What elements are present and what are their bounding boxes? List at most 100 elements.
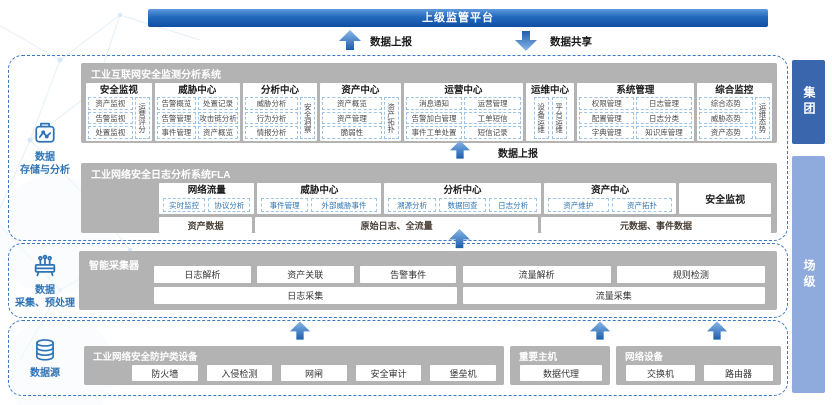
monitor-column-comprehensive-monitoring: 综合监控 综合态势 威胁态势 资产态势 运维态势 <box>696 83 773 141</box>
module-item: 权限管理 <box>579 97 635 110</box>
module-item: 事件管理 <box>156 126 197 139</box>
device-item: 堡垒机 <box>430 365 496 381</box>
section-link-up-arrow-icon <box>448 228 471 249</box>
monitor-system-title: 工业互联网安全监测分析系统 <box>91 70 221 81</box>
monitor-columns: 安全监视 资产监视 告警监视 处置监视 运营评分 威胁中心 告警概览 处置记录 … <box>81 83 777 141</box>
monitor-system-panel: 工业互联网安全监测分析系统 安全监视 资产监视 告警监视 处置监视 运营评分 威… <box>81 63 777 143</box>
device-item: 网闸 <box>281 365 347 381</box>
device-item: 路由器 <box>704 365 773 381</box>
monitor-column-om-center: 运维中心 设备运维 平台运维 <box>526 83 575 141</box>
top-platform-bar: 上级监管平台 <box>148 9 768 27</box>
collector-log-group: 日志解析 资产关联 告警事件 日志采集 <box>154 266 457 304</box>
module-item: 资产关联 <box>256 266 354 283</box>
module-item: 情报分析 <box>244 126 299 140</box>
module-item: 规则检测 <box>616 266 765 283</box>
module-item: 行为分析 <box>244 111 299 125</box>
module-item: 日志解析 <box>154 266 251 283</box>
module-item: 事件管理 <box>261 198 308 212</box>
fla-columns: 网络流量 实时监控 协议分析 威胁中心 事件管理 外部威胁事件 分析中心 溯源分… <box>159 183 771 214</box>
module-item: 知识库管理 <box>636 126 692 139</box>
module-item: 资产维护 <box>547 198 609 212</box>
fla-column-threat-center: 威胁中心 事件管理 外部威胁事件 <box>257 183 382 214</box>
monitor-column-system-management: 系统管理 权限管理 日志管理 配置管理 日志分类 字典管理 知识库管理 <box>577 83 694 141</box>
sidebar-collection: 数据 采集、预处理 <box>9 244 81 317</box>
section-data-collection: 数据 采集、预处理 智能采集器 日志解析 资产关联 告警事件 日志采集 流量解析… <box>8 243 788 318</box>
device-item: 数据代理 <box>520 365 602 381</box>
fla-data-meta: 元数据、事件数据 <box>540 217 771 233</box>
module-item: 告警概览 <box>156 97 197 110</box>
section-data-storage-analysis: 数据 存储与分析 工业互联网安全监测分析系统 安全监视 资产监视 告警监视 处置… <box>8 55 788 241</box>
collector-panel: 智能采集器 日志解析 资产关联 告警事件 日志采集 流量解析 规则检测 流量采集 <box>79 251 777 310</box>
sidebar-collection-label: 数据 采集、预处理 <box>15 284 75 309</box>
module-item: 告警事件 <box>359 266 457 283</box>
module-item-vertical: 设备运维 <box>533 97 549 139</box>
module-item-vertical: 运维态势 <box>755 97 771 139</box>
collector-flow-group: 流量解析 规则检测 流量采集 <box>462 266 765 304</box>
data-report-up-arrow-icon <box>338 30 362 50</box>
fla-data-bar: 资产数据 原始日志、全流量 元数据、事件数据 <box>159 217 771 233</box>
fla-column-analysis-center: 分析中心 溯源分析 数据回查 日志分析 <box>384 183 541 214</box>
fla-system-title: 工业网络安全日志分析系统FLA <box>91 170 231 181</box>
module-item-vertical: 安全洞察 <box>300 97 316 139</box>
module-item: 协议分析 <box>208 198 251 212</box>
module-item: 溯源分析 <box>388 198 436 212</box>
group-level-label: 集团 <box>792 60 825 144</box>
fla-data-rawlog: 原始日志、全流量 <box>255 217 538 233</box>
module-item: 威胁态势 <box>698 111 754 125</box>
module-item: 日志分类 <box>636 111 692 125</box>
module-item: 资产态势 <box>698 126 754 140</box>
monitor-column-asset-center: 资产中心 资产概览 资产管理 脆弱性 资产拓扑 <box>320 83 401 141</box>
module-item: 事件工单处置 <box>405 126 463 139</box>
module-item: 流量采集 <box>462 287 765 304</box>
device-item: 安全审计 <box>355 365 422 381</box>
device-item: 防火墙 <box>132 365 198 381</box>
sidebar-data-source-label: 数据源 <box>30 367 60 379</box>
fla-column-network-traffic: 网络流量 实时监控 协议分析 <box>159 183 255 214</box>
data-share-top-label: 数据共享 <box>550 36 592 48</box>
module-item-vertical: 平台运维 <box>551 97 567 139</box>
module-item: 短信记录 <box>464 126 522 139</box>
collector-title: 智能采集器 <box>89 261 139 272</box>
module-item: 资产监视 <box>88 97 133 110</box>
source-up-arrow-icon-3 <box>706 321 728 340</box>
module-item: 运营管理 <box>464 97 522 110</box>
fla-system-panel: 工业网络安全日志分析系统FLA 网络流量 实时监控 协议分析 威胁中心 事件管理… <box>81 163 777 233</box>
section-data-source: 数据源 工业网络安全防护类设备 防火墙 入侵检测 网闸 安全审计 堡垒机 重要主… <box>8 320 788 396</box>
module-item: 威胁分析 <box>244 97 299 110</box>
module-item: 综合态势 <box>698 97 754 110</box>
module-item: 告警管理 <box>156 111 197 125</box>
module-item: 日志采集 <box>154 287 457 304</box>
module-item: 脆弱性 <box>322 126 382 140</box>
protection-devices-group: 工业网络安全防护类设备 防火墙 入侵检测 网闸 安全审计 堡垒机 <box>84 346 504 385</box>
monitor-column-operation-center: 运营中心 消息通知 运营管理 告警加白管理 工单短信 事件工单处置 短信记录 <box>403 83 524 141</box>
collector-icon <box>31 252 59 280</box>
module-item: 工单短信 <box>464 111 522 125</box>
monitor-column-security-watch: 安全监视 资产监视 告警监视 处置监视 运营评分 <box>86 83 152 141</box>
module-item: 资产管理 <box>322 111 382 125</box>
top-platform-title: 上级监管平台 <box>422 12 494 24</box>
module-item: 攻击链分析 <box>198 111 238 125</box>
collector-items: 日志解析 资产关联 告警事件 日志采集 流量解析 规则检测 流量采集 <box>154 266 765 304</box>
module-item: 外部威胁事件 <box>310 198 378 212</box>
important-hosts-group: 重要主机 数据代理 <box>510 346 610 385</box>
storage-analysis-icon <box>31 119 59 147</box>
source-up-arrow-icon-2 <box>589 321 611 340</box>
data-report-mid-up-arrow-icon <box>449 140 471 159</box>
data-report-mid-label: 数据上报 <box>498 149 538 160</box>
module-item: 日志管理 <box>636 97 692 110</box>
fla-column-asset-center: 资产中心 资产维护 资产拓扑 <box>543 183 677 214</box>
device-item: 入侵检测 <box>206 365 273 381</box>
module-item: 字典管理 <box>579 126 635 139</box>
database-icon <box>32 337 58 363</box>
network-devices-title: 网络设备 <box>625 352 664 363</box>
sidebar-storage-label: 数据 存储与分析 <box>20 152 70 176</box>
module-item-vertical: 资产拓扑 <box>383 97 399 139</box>
module-item: 告警加白管理 <box>405 111 463 125</box>
module-item: 消息通知 <box>405 97 463 110</box>
sidebar-storage-analysis: 数据 存储与分析 <box>9 56 81 240</box>
monitor-column-threat-center: 威胁中心 告警概览 处置记录 告警管理 攻击链分析 事件管理 资产概览 <box>154 83 240 141</box>
data-report-top-label: 数据上报 <box>370 36 412 48</box>
module-item: 处置监视 <box>88 126 133 140</box>
module-item: 日志分析 <box>489 198 537 212</box>
device-item: 交换机 <box>626 365 695 381</box>
